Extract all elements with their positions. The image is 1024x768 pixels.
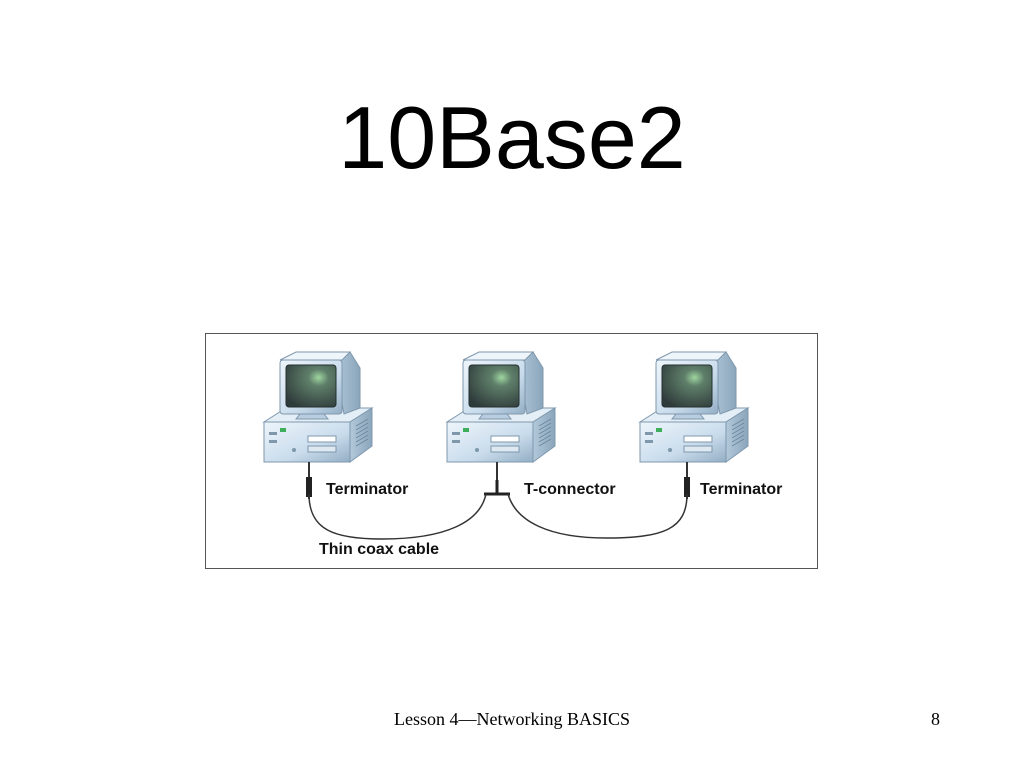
computer-left-icon (263, 351, 373, 463)
computer-right-icon (639, 351, 749, 463)
footer-lesson-title: Lesson 4—Networking BASICS (393, 709, 630, 729)
coax-cable-right (507, 493, 688, 539)
footer-page-number: 8 (931, 709, 940, 729)
t-connector-icon (484, 480, 510, 496)
label-terminator-left: Terminator (326, 481, 408, 498)
label-thin-coax-cable: Thin coax cable (319, 541, 439, 558)
terminator-left-icon (306, 477, 312, 497)
label-t-connector: T-connector (524, 481, 616, 498)
terminator-right-icon (684, 477, 690, 497)
coax-cable-left (308, 493, 487, 540)
slide-title: 10Base2 (338, 88, 686, 187)
network-diagram: Terminator T-connector Terminator Thin c… (205, 333, 818, 569)
computer-center-icon (446, 351, 556, 463)
label-terminator-right: Terminator (700, 481, 782, 498)
network-diagram-svg: Terminator T-connector Terminator Thin c… (263, 351, 782, 558)
